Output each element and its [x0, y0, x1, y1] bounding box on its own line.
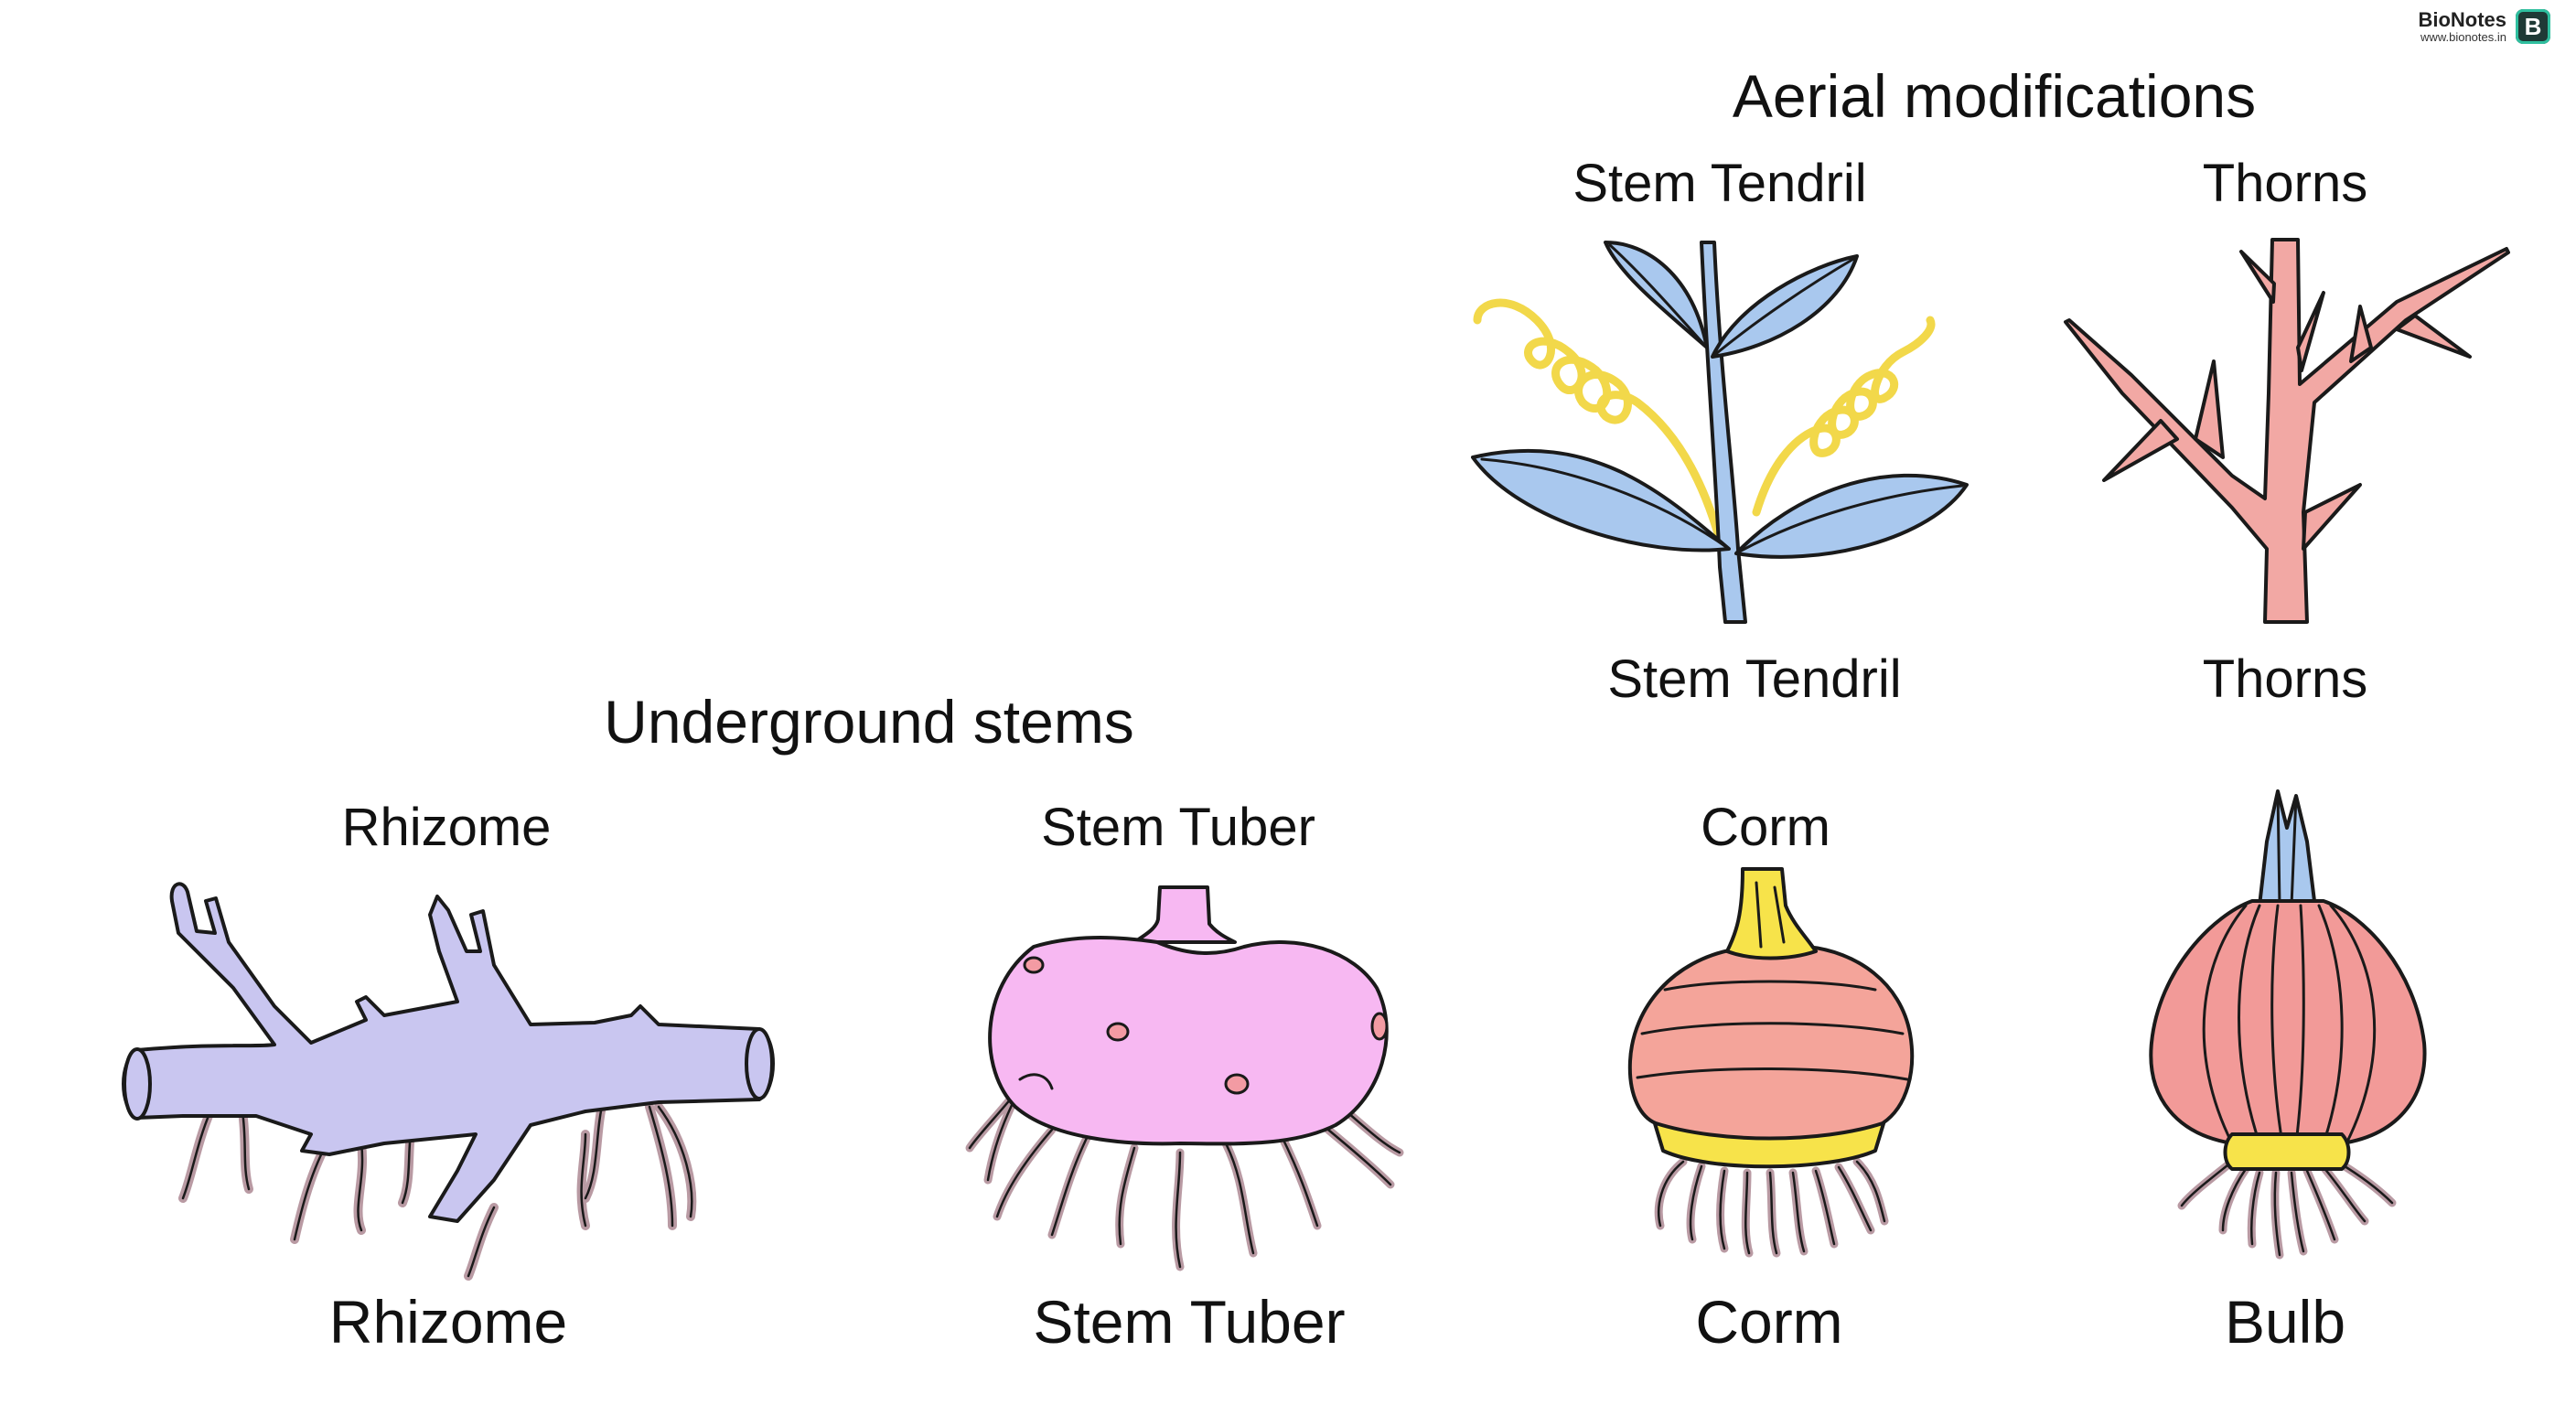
brand-url: www.bionotes.in [2420, 30, 2506, 45]
rhizome-cut-end-right [745, 1027, 774, 1100]
bulb-scales [2202, 904, 2377, 1145]
tendril-leaf-upper-right [1711, 254, 1859, 359]
stem-tendril-top-label: Stem Tendril [1572, 154, 1867, 213]
rhizome-bottom-label: Rhizome [328, 1288, 568, 1356]
brand-badge-icon: B [2516, 9, 2550, 45]
corm-top-label: Corm [1701, 798, 1830, 857]
stem-tendril-bottom-label: Stem Tendril [1607, 649, 1902, 709]
tuber-roots-outline [968, 1091, 1401, 1269]
bulb-basal-plate [2223, 1132, 2351, 1171]
tuber-eyes [1023, 956, 1389, 1095]
underground-section-title: Underground stems [604, 688, 1134, 756]
bulb-illustration [2149, 789, 2427, 1260]
brand-name: BioNotes [2418, 8, 2506, 31]
stem-tendril-illustration [1471, 241, 1969, 624]
corm-illustration [1627, 867, 1915, 1258]
corm-bottom-label: Corm [1695, 1288, 1843, 1356]
thorn-main-stem [2064, 238, 2510, 624]
rhizome-top-label: Rhizome [341, 798, 552, 857]
stem-tuber-bottom-label: Stem Tuber [1033, 1288, 1346, 1356]
thorn-spike-5 [2395, 314, 2472, 359]
tendril-coil-left [1473, 298, 1724, 544]
bulb-body [2149, 899, 2427, 1145]
brand-text: BioNotes www.bionotes.in [2418, 8, 2506, 45]
corm-roots-outline [1658, 1160, 1886, 1255]
tendril-coil-right [1752, 316, 1936, 517]
tendril-leaf-lower-left [1471, 448, 1731, 552]
stem-tuber-top-label: Stem Tuber [1041, 798, 1315, 857]
aerial-section-title: Aerial modifications [1732, 62, 2257, 130]
thorns-illustration [2064, 238, 2510, 624]
rhizome-illustration [122, 882, 775, 1281]
bulb-shoot [2258, 789, 2316, 907]
thorn-spike-3 [2194, 359, 2225, 459]
tendril-leaf-lower-right [1734, 473, 1969, 559]
bulb-roots-outline [2180, 1160, 2394, 1257]
thorn-spike-7 [2302, 483, 2362, 551]
tuber-body [988, 936, 1389, 1146]
tendril-stem [1700, 241, 1747, 624]
corm-rings [1636, 980, 1909, 1081]
stem-tuber-illustration [965, 885, 1404, 1271]
rhizome-cut-end-left [123, 1047, 152, 1121]
corm-body [1627, 945, 1915, 1141]
thorn-spike-2 [2296, 291, 2325, 372]
thorn-spike-6 [2349, 305, 2373, 363]
corm-stalk [1725, 867, 1818, 960]
rhizome-body [122, 882, 775, 1223]
thorns-bottom-label: Thorns [2202, 649, 2368, 709]
thorn-spike-4 [2102, 419, 2179, 482]
brand-logo: BioNotes www.bionotes.in B [2418, 8, 2550, 45]
thorn-spike-1 [2239, 250, 2276, 304]
tuber-stalk [1132, 885, 1237, 944]
thorns-top-label: Thorns [2202, 154, 2368, 213]
bulb-bottom-label: Bulb [2224, 1288, 2346, 1356]
